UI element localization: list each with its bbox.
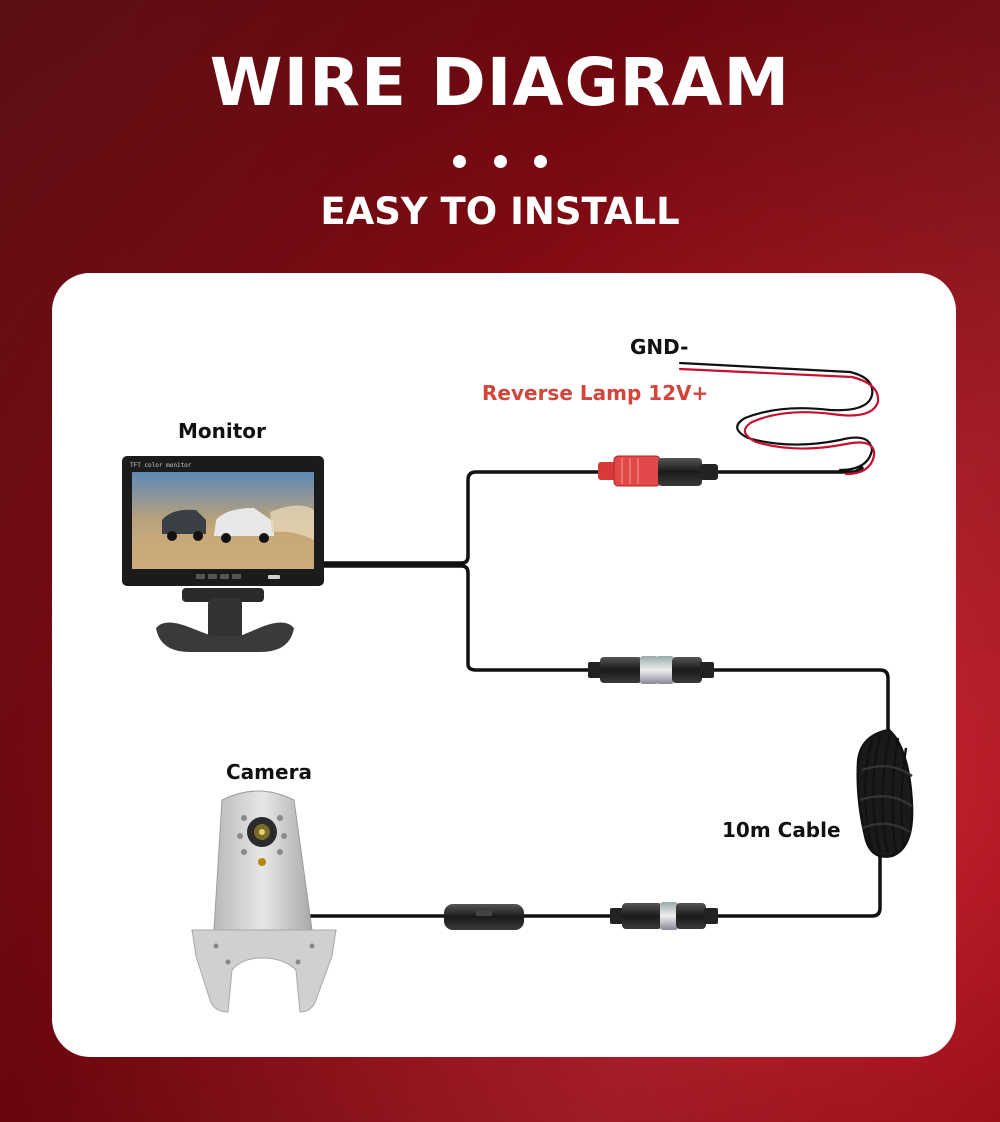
car-silhouette [214,508,274,536]
cable-coil [856,728,914,858]
power-plug-boot [700,464,718,480]
main-wire [308,466,890,918]
camera-video-connector [610,902,718,930]
separator-dot [453,155,467,168]
truck-silhouette [162,509,206,534]
monitor-base [156,622,294,652]
inline-module [444,904,524,930]
wire-monitor-to-video [320,564,592,672]
title-separator-dots [0,153,1000,172]
power-plug-red [613,455,661,487]
camera-sensor [258,858,266,866]
wire-video-to-cable [710,668,890,742]
monitor [122,456,324,652]
cable-length-label: 10m Cable [722,818,841,842]
wire-to-twisted-pair [714,466,864,474]
power-leads [678,361,880,476]
reverse-lamp-lead [678,367,880,476]
page-subtitle: EASY TO INSTALL [320,190,680,233]
monitor-label: Monitor [178,419,266,443]
wire-cable-to-camera-connector [710,853,882,918]
separator-dot [493,155,507,168]
camera [191,790,337,1013]
monitor-mount [182,588,264,602]
power-plug-black [658,458,702,486]
monitor-brand-text: TFT color monitor [130,462,192,469]
monitor-video-connector [588,656,714,684]
page-title: WIRE DIAGRAM [209,44,791,121]
separator-dot [533,155,547,168]
power-connector [598,455,718,487]
gnd-label: GND- [630,335,689,359]
camera-bracket [191,929,337,1013]
camera-label: Camera [226,760,312,784]
gnd-lead [678,361,874,472]
reverse-lamp-label: Reverse Lamp 12V+ [482,381,709,405]
wire-monitor-to-power [320,470,602,565]
power-plug-tip [598,462,616,480]
